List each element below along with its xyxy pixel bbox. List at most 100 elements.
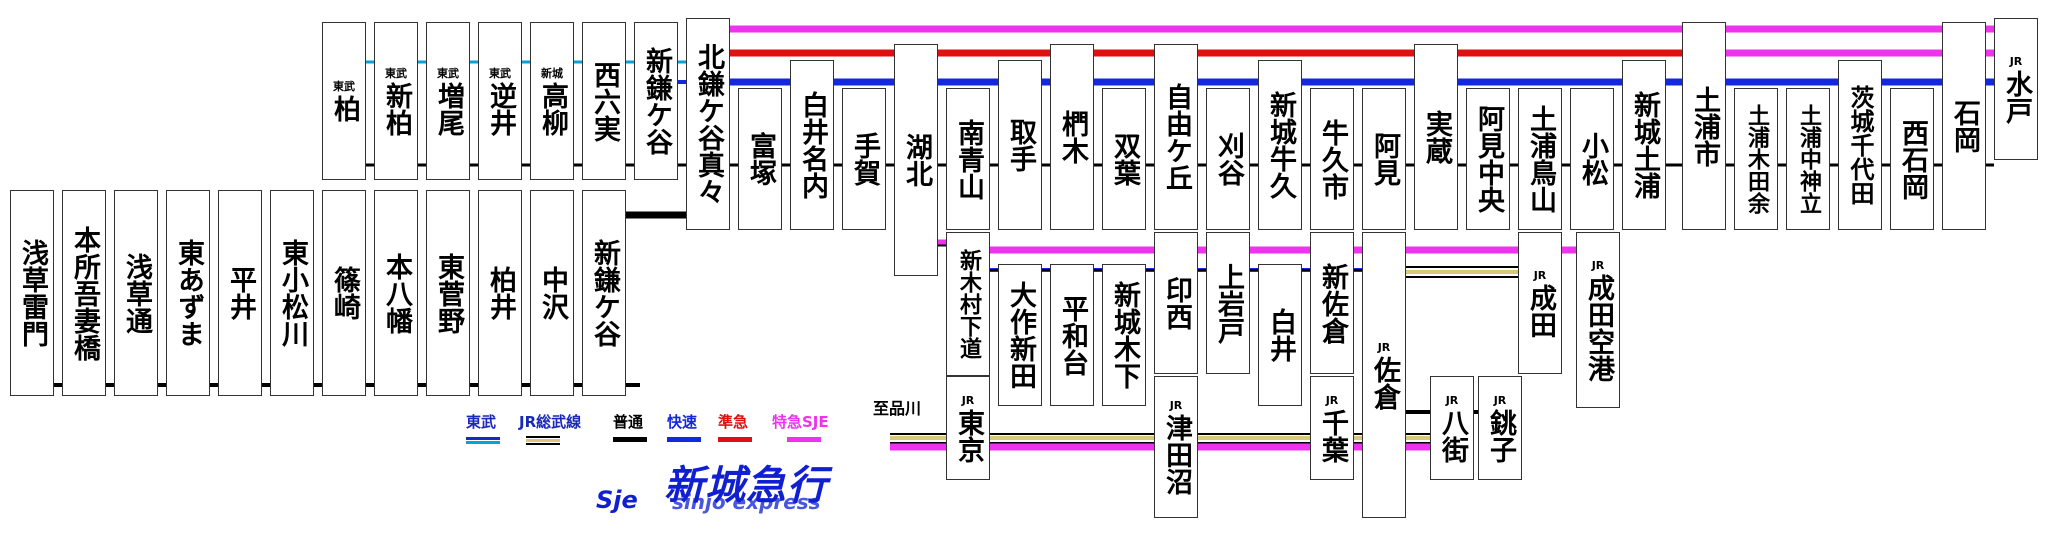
station-kashiwai: 柏井: [478, 190, 522, 396]
station-name: 土浦木田余: [1744, 104, 1769, 214]
station-name: 土浦鳥山: [1525, 105, 1556, 213]
station-minami-aoyama: 南青山: [946, 88, 990, 230]
station-name: 東菅野: [433, 252, 464, 334]
station-prefix: 東武: [437, 66, 459, 80]
station-kamiiwato: 上岩戸: [1206, 232, 1250, 374]
station-tsuchiurashi: 土浦市: [1682, 22, 1726, 230]
station-name: 上岩戸: [1213, 262, 1244, 344]
station-name: 白井: [1265, 308, 1296, 362]
station-name: 取手: [1005, 118, 1036, 172]
station-name: 新柏: [381, 81, 412, 136]
station-masuo: 東武増尾: [426, 22, 470, 180]
legend-label-rapid: 快速: [667, 413, 698, 431]
legend-swatch-rapid: [667, 437, 701, 442]
station-tsuchiura-nakagami: 土浦中神立: [1786, 88, 1830, 230]
logo-english: sinjo express: [672, 490, 821, 514]
station-name: 増尾: [433, 81, 464, 136]
station-prefix: 新城: [541, 66, 563, 80]
station-name: 自由ケ丘: [1161, 83, 1192, 191]
station-tsuchiura-kidayo: 土浦木田余: [1734, 88, 1778, 230]
station-name: 大作新田: [1005, 281, 1036, 389]
station-higashi-komatsugawa: 東小松川: [270, 190, 314, 396]
station-inzai: 印西: [1154, 232, 1198, 374]
station-name: 柏井: [485, 266, 516, 320]
station-shiroi: 白井: [1258, 264, 1302, 406]
station-name: 中沢: [537, 266, 568, 320]
station-name: 白井名内: [797, 91, 828, 199]
station-motoyawata: 本八幡: [374, 190, 418, 396]
legend-label-tobu: 東武: [466, 413, 497, 431]
station-name: 八街: [1437, 408, 1468, 463]
station-prefix: 東武: [489, 66, 511, 80]
station-ushikushi: 牛久市: [1310, 88, 1354, 230]
station-name: 刈谷: [1213, 132, 1244, 186]
station-toride: 取手: [998, 60, 1042, 230]
station-name: 土浦市: [1689, 85, 1720, 167]
station-tomizuka: 富塚: [738, 88, 782, 230]
legend-swatch-ltd-express: [787, 437, 821, 442]
station-futaba: 双葉: [1102, 88, 1146, 230]
station-name: 佐倉: [1369, 355, 1400, 410]
station-name: 千葉: [1317, 408, 1348, 463]
station-shin-kimura-shimomichi: 新木村下道: [946, 232, 990, 376]
station-name: 平井: [225, 266, 256, 320]
station-name: 椚木: [1057, 110, 1088, 164]
station-kashiwa: 東武柏: [322, 22, 366, 180]
station-name: 南青山: [953, 118, 984, 200]
station-name: 石岡: [1949, 99, 1980, 153]
station-kita-kamagaya-mama: 北鎌ケ谷真々: [686, 18, 730, 230]
legend-swatch-local: [613, 437, 647, 442]
station-kariya: 刈谷: [1206, 88, 1250, 230]
station-name: 西石岡: [1897, 118, 1928, 200]
legend-label-jr-sobu: JR総武線: [519, 413, 582, 431]
station-shinozaki: 篠崎: [322, 190, 366, 396]
station-shin-kamagaya-top: 新鎌ケ谷: [634, 22, 678, 180]
station-prefix: JR: [2009, 54, 2023, 68]
destination-label: 至品川: [873, 399, 922, 418]
station-name: 実蔵: [1421, 110, 1452, 164]
station-name: 手賀: [849, 132, 880, 186]
station-prefix: JR: [1325, 393, 1339, 407]
station-higashi-azuma: 東あずま: [166, 190, 210, 396]
station-name: 新木村下道: [956, 249, 981, 359]
station-sakasai: 東武逆井: [478, 22, 522, 180]
station-heiwadai: 平和台: [1050, 264, 1094, 406]
station-shinjo-kinoshita: 新城木下: [1102, 264, 1146, 406]
station-name: 双葉: [1109, 132, 1140, 186]
station-takayanagi: 新城高柳: [530, 22, 574, 180]
station-name: 本所吾妻橋: [69, 225, 100, 361]
station-name: 津田沼: [1161, 414, 1192, 495]
station-prefix: JR: [1591, 258, 1605, 272]
station-name: 逆井: [485, 81, 516, 136]
station-shiroi-nanai: 白井名内: [790, 60, 834, 230]
station-name: 成田空港: [1583, 273, 1614, 382]
station-name: 成田: [1525, 283, 1556, 338]
station-name: 篠崎: [329, 266, 360, 320]
station-name: 阿見中央: [1473, 105, 1504, 213]
legend-swatch-jr-sobu-outer: [526, 443, 560, 445]
station-prefix: JR: [1493, 393, 1507, 407]
station-nakazawa: 中沢: [530, 190, 574, 396]
station-asakusa-kaminarimon: 浅草雷門: [10, 190, 54, 396]
station-name: 阿見: [1369, 132, 1400, 186]
station-name: 新城牛久: [1265, 91, 1296, 199]
station-name: 新佐倉: [1317, 262, 1348, 344]
station-name: 水戸: [2001, 69, 2032, 124]
legend-label-ltd-express: 特急SJE: [772, 413, 829, 431]
legend-swatch-jr-sobu-inner: [526, 439, 560, 442]
station-name: 茨城千代田: [1846, 85, 1874, 205]
station-honjo-azumabashi: 本所吾妻橋: [62, 190, 106, 396]
station-ami-chuo: 阿見中央: [1466, 88, 1510, 230]
station-name: 北鎌ケ谷真々: [693, 43, 724, 205]
station-name: 平和台: [1057, 294, 1088, 376]
legend-swatch-jr-sobu: [526, 436, 560, 438]
station-shinjo-tsuchiura: 新城土浦: [1622, 60, 1666, 230]
station-jiyugaoka: 自由ケ丘: [1154, 44, 1198, 230]
